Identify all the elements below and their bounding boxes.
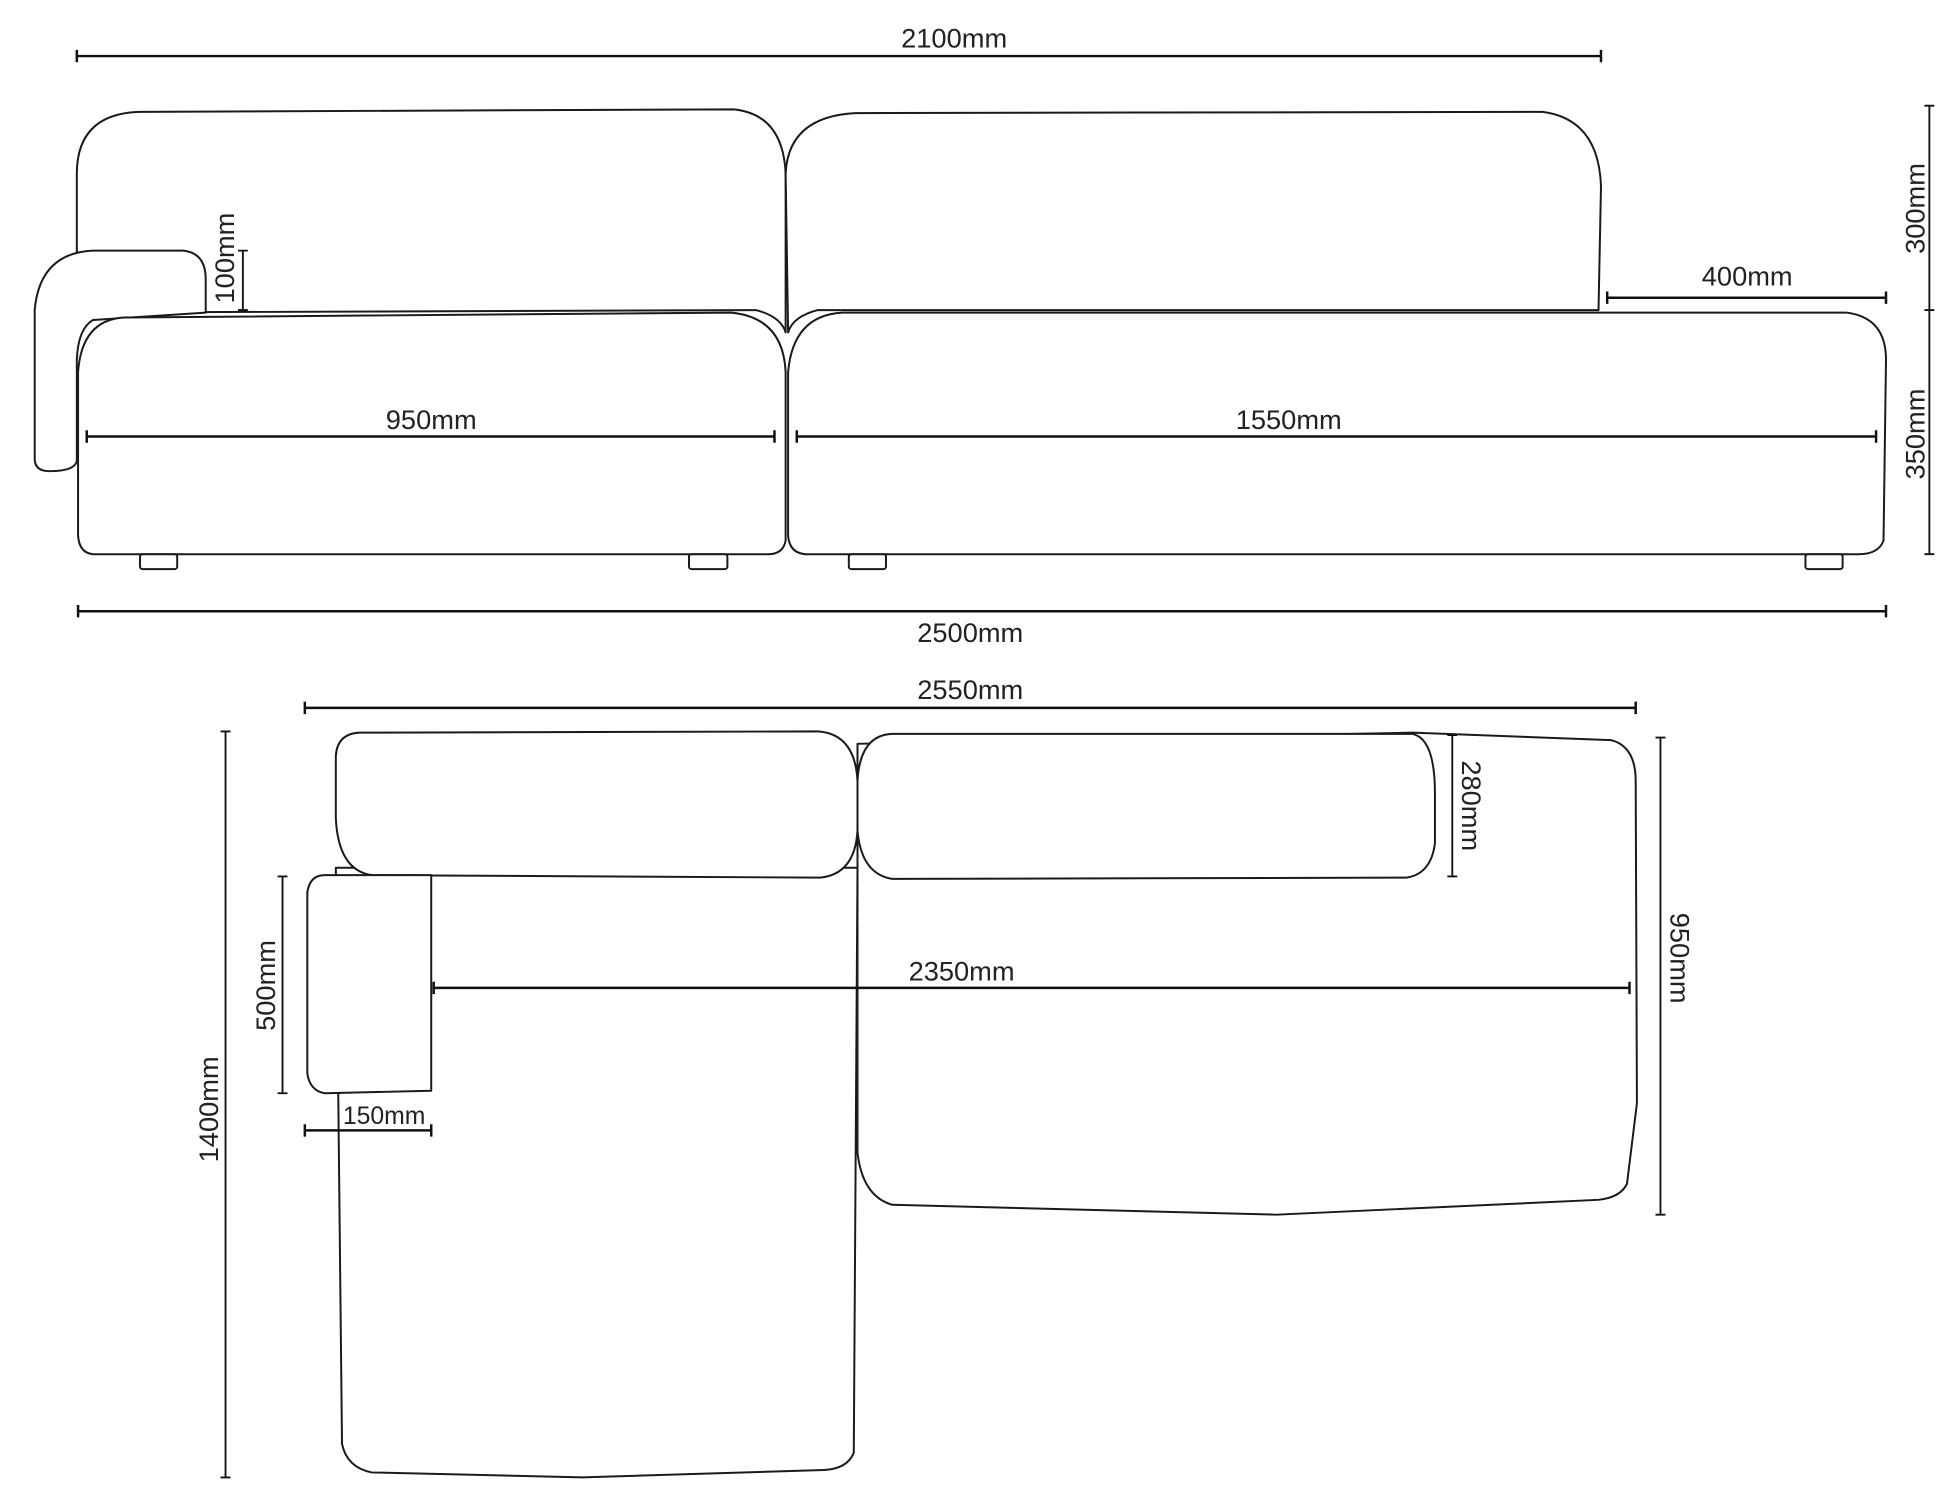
armrest-plan <box>306 874 433 1095</box>
back-cushion-left-plan <box>334 730 859 879</box>
dim-label: 350mm <box>1899 389 1930 480</box>
dim-arm-length: 500mm <box>250 875 288 1095</box>
leg <box>139 553 179 571</box>
dim-label: 2100mm <box>901 22 1007 53</box>
dim-label: 500mm <box>250 940 281 1031</box>
dim-label: 1550mm <box>1236 404 1342 435</box>
armrest <box>33 249 207 473</box>
dim-total-width: 2500mm <box>76 605 1888 648</box>
chaise-plan <box>334 866 859 1479</box>
dim-plan-total-depth: 1400mm <box>193 730 231 1479</box>
seat-cushion-right <box>787 311 1887 556</box>
dim-label: 950mm <box>386 404 477 435</box>
seat-cushion-left <box>77 311 787 556</box>
dim-label: 2500mm <box>917 617 1023 648</box>
dim-label: 950mm <box>1664 913 1695 1004</box>
dim-label: 2550mm <box>917 674 1023 705</box>
dim-open-end: 400mm <box>1605 260 1888 304</box>
dim-seat-right: 1550mm <box>795 404 1878 443</box>
plan-view: 2550mm 1400mm 500mm 150mm 2350mm 280mm 9… <box>193 674 1695 1479</box>
leg <box>1804 553 1844 571</box>
dim-inner-width: 2350mm <box>432 955 1631 995</box>
dim-label: 100mm <box>209 213 240 304</box>
leg <box>847 553 887 571</box>
dim-plan-total-width: 2550mm <box>303 674 1637 715</box>
dim-label: 300mm <box>1899 163 1930 254</box>
back-cushion-left <box>75 108 787 334</box>
dim-back-width: 2100mm <box>75 22 1603 63</box>
dim-label: 150mm <box>343 1103 426 1130</box>
dim-label: 2350mm <box>909 955 1015 986</box>
back-cushion-right-plan <box>856 732 1436 880</box>
dim-label: 400mm <box>1702 260 1793 291</box>
leg <box>687 553 729 571</box>
dim-arm-step: 100mm <box>209 213 248 312</box>
dim-seat-left: 950mm <box>85 404 776 443</box>
dim-label: 280mm <box>1456 760 1487 851</box>
back-cushion-right <box>784 110 1602 334</box>
dim-right-depth: 950mm <box>1655 736 1695 1216</box>
dim-arm-width: 150mm <box>303 1103 433 1137</box>
elevation-view: 2100mm 100mm 400mm 950mm 1550mm 300mm 35… <box>33 22 1935 648</box>
dim-back-depth: 280mm <box>1447 734 1487 878</box>
dim-label: 1400mm <box>193 1056 224 1162</box>
dim-heights: 300mm 350mm <box>1899 104 1935 556</box>
